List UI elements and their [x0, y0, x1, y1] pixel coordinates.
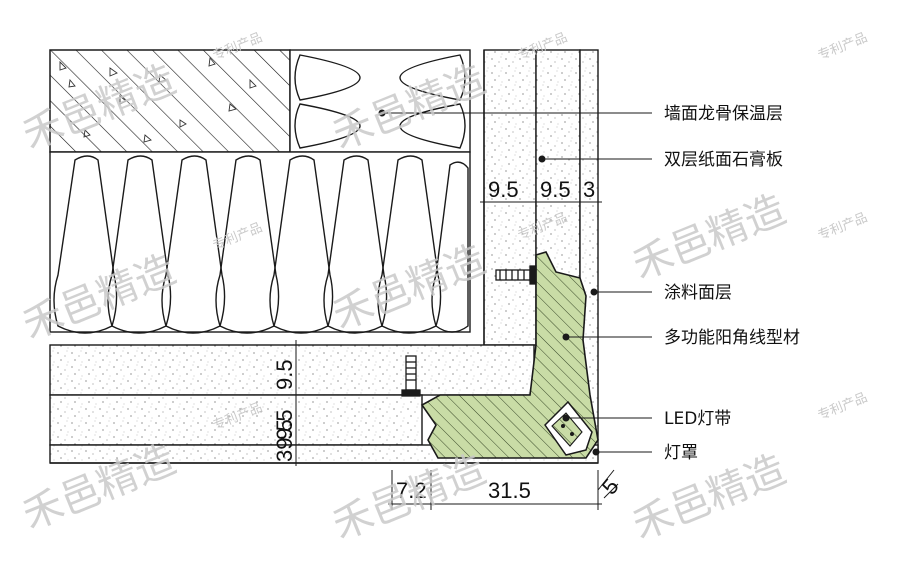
watermark-tag: 专利产品 [816, 390, 870, 423]
label-profile: 多功能阳角线型材 [664, 328, 800, 348]
wall-insulation-layer [289, 49, 471, 153]
label-led-strip: LED灯带 [664, 409, 731, 429]
concrete-wall [49, 49, 291, 153]
watermark-brand: 禾邑精造 [627, 447, 793, 550]
dim-top-b: 9.5 [540, 177, 571, 202]
watermark-tag: 专利产品 [816, 30, 870, 63]
top-dimension [480, 178, 602, 208]
watermark-brand: 禾邑精造 [627, 187, 793, 290]
screw-icon [401, 355, 421, 397]
bottom-dimension [388, 469, 619, 510]
led-strip-assembly [544, 400, 593, 456]
dim-bottom-b: 31.5 [488, 478, 531, 503]
corner-profile [420, 251, 599, 459]
dim-bottom-a: 7.2 [396, 478, 427, 503]
label-paint-layer: 涂料面层 [664, 283, 732, 303]
screw-icon [495, 265, 537, 285]
leader-lines [378, 109, 652, 456]
label-lamp-cover: 灯罩 [664, 443, 698, 463]
main-insulation-band [49, 151, 471, 334]
dim-left-b: 9.5 [272, 409, 297, 440]
dim-left-a: 9.5 [272, 359, 297, 390]
left-dimension [280, 340, 302, 466]
label-double-gypsum: 双层纸面石膏板 [664, 149, 783, 170]
watermark-tag: 专利产品 [816, 210, 870, 243]
dim-bottom-c: 5 [597, 474, 624, 499]
dim-left-c: 39.5 [272, 419, 297, 462]
label-wall-insulation: 墙面龙骨保温层 [664, 104, 783, 124]
dim-top-c: 3 [583, 177, 595, 202]
dim-top-a: 9.5 [488, 177, 519, 202]
